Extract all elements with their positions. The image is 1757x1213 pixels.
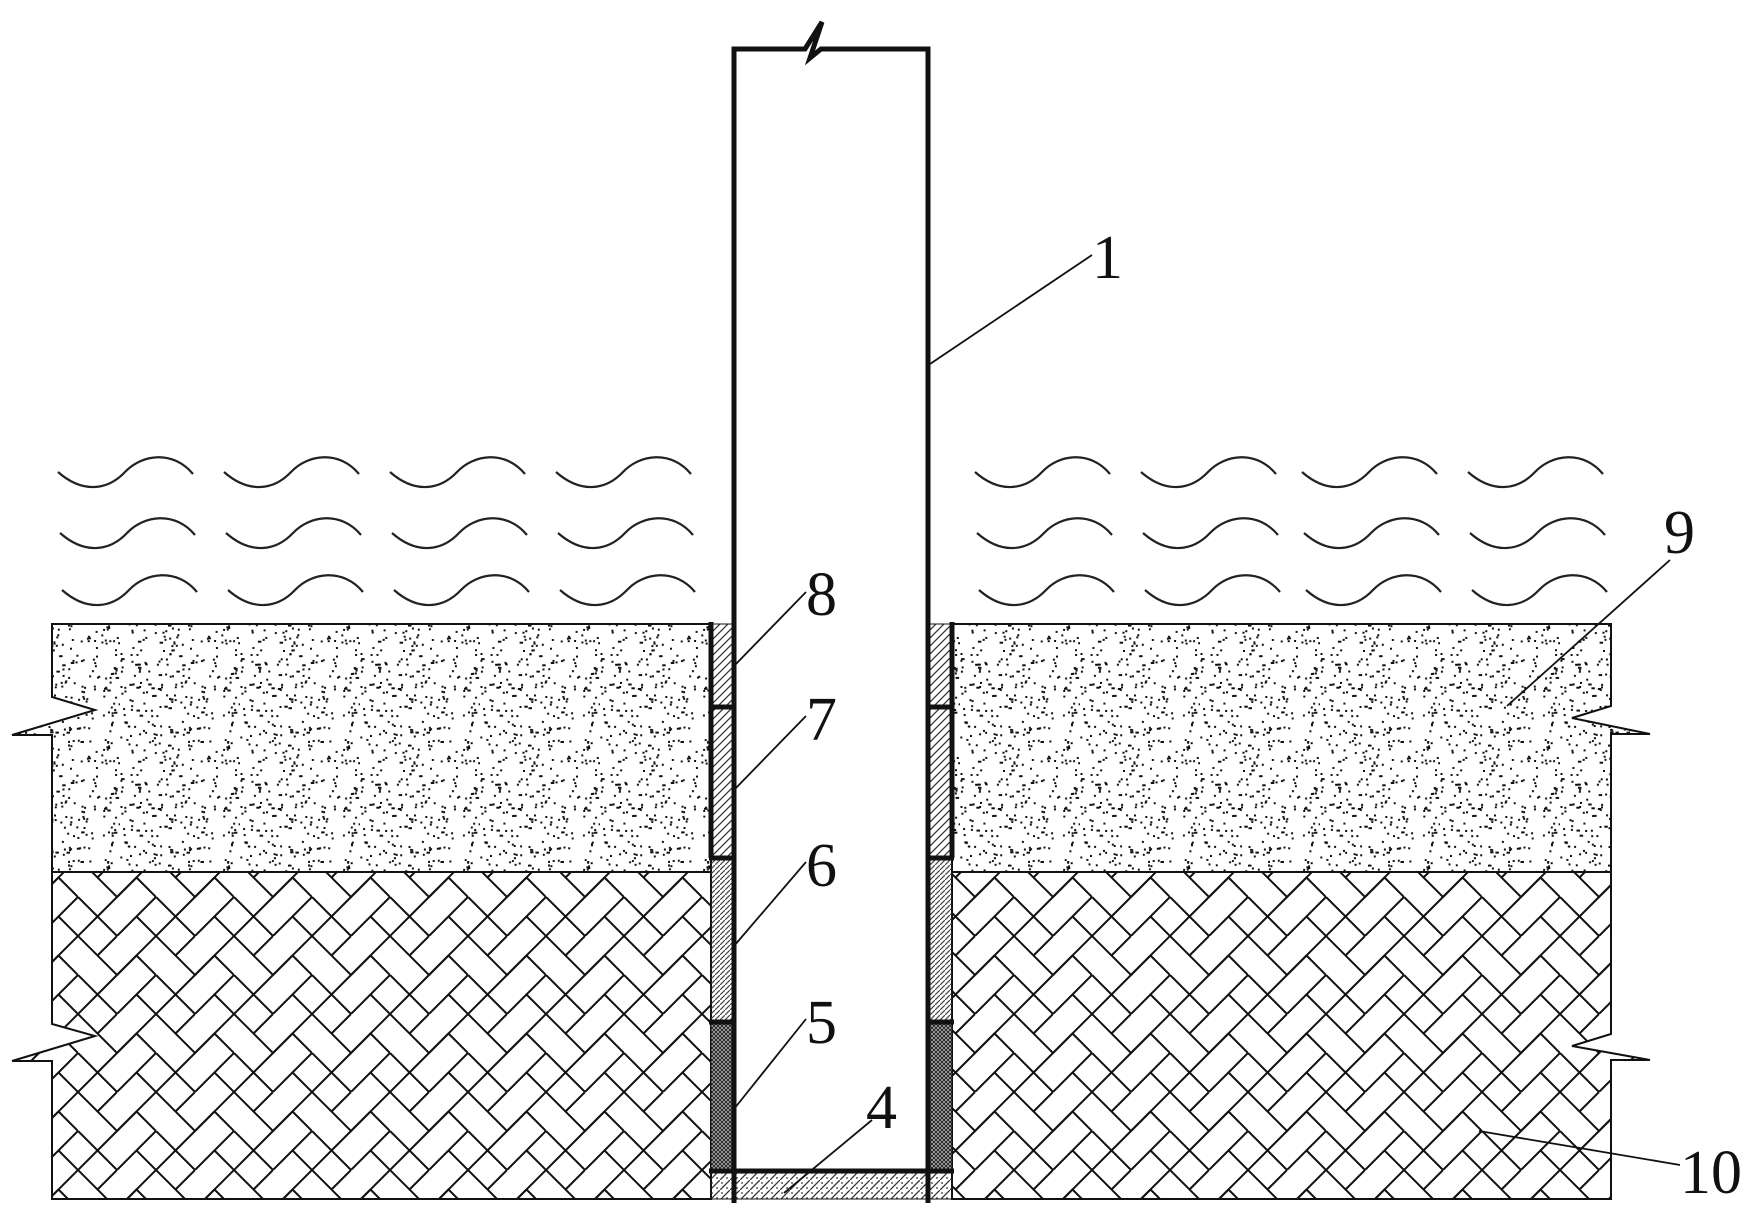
segment-8-left [710,623,735,708]
sleeve-outlines [708,622,955,1174]
leader-lines [733,254,1681,1194]
label-10: 10 [1680,1139,1742,1207]
segment-8-right [927,623,953,708]
wave-icon [59,517,196,550]
wave-icon [974,456,1111,489]
wave-icon [1140,456,1277,489]
wave-icon [227,574,364,607]
label-1: 1 [1092,224,1123,292]
water-waves [57,456,1608,607]
wave-icon [1142,517,1279,550]
wave-icon [557,517,694,550]
wave-icon [1301,456,1438,489]
wave-icon [1144,574,1281,607]
segment-6-right [927,857,953,1023]
wave-icon [1305,574,1442,607]
wave-icon [57,456,194,489]
wave-icon [389,456,526,489]
label-7: 7 [806,686,837,754]
sleeve-left [710,623,735,1200]
bottom-seal [733,1170,929,1200]
wave-icon [61,574,198,607]
pile [731,20,931,1203]
wave-icon [559,574,696,607]
wave-icon [1471,574,1608,607]
segment-5-right [927,1021,953,1172]
clay-layer [11,871,1651,1200]
segment-4-left [710,1170,735,1200]
segment-7-right [927,706,953,859]
label-4: 4 [866,1074,897,1142]
sand-layer [11,623,1651,873]
wave-icon [555,456,692,489]
label-6: 6 [806,832,837,900]
wave-icon [391,517,528,550]
wave-icon [393,574,530,607]
segment-6-left [710,857,735,1023]
label-8: 8 [806,561,837,629]
wave-icon [1303,517,1440,550]
sleeve-right [927,623,953,1200]
wave-icon [223,456,360,489]
wave-icon [225,517,362,550]
segment-5-left [710,1021,735,1172]
segment-4-right [927,1170,953,1200]
wave-icon [1467,456,1604,489]
segment-7-left [710,706,735,859]
label-5: 5 [806,989,837,1057]
wave-icon [976,517,1113,550]
label-9: 9 [1664,499,1695,567]
wave-icon [978,574,1115,607]
wave-icon [1469,517,1606,550]
